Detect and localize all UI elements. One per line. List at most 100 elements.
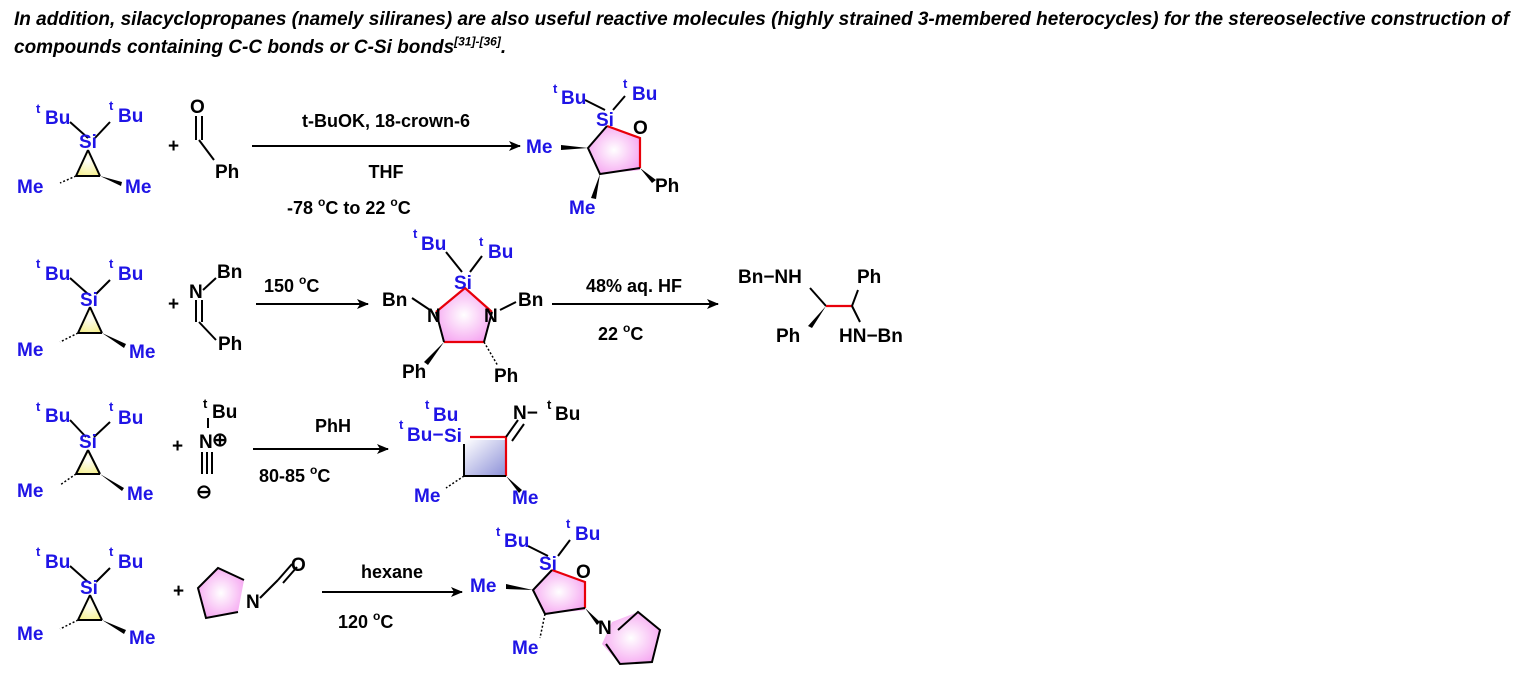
intro-reference: [31]-[36] (454, 34, 501, 49)
hn-bn-label: HN−Bn (839, 326, 903, 347)
tbu-label: Bu (561, 88, 586, 109)
si-atom: Si (444, 426, 462, 447)
plus-sign: + (173, 581, 184, 602)
tbu-label: Bu (421, 234, 446, 255)
bn-nh-label: Bn−NH (738, 267, 802, 288)
tbu-t-sup: t (547, 397, 552, 412)
ph-label: Ph (215, 162, 239, 183)
condition-temperature: 150 oC (264, 273, 319, 296)
tbu-label: Bu (118, 106, 143, 127)
imine-reactant: N Bn Ph (189, 262, 242, 355)
me-label: Me (127, 484, 153, 505)
plus-sign: + (172, 436, 183, 457)
me-label: Me (512, 488, 538, 509)
condition-temperature: 80-85 oC (259, 463, 330, 486)
reaction-row-1: t Bu t Bu Si Me Me + O Ph t-BuOK, 18-cro… (17, 76, 679, 219)
ph-label: Ph (776, 326, 800, 347)
tbu-t-sup: t (399, 417, 404, 432)
me-label: Me (125, 177, 151, 198)
me-label: Me (17, 340, 43, 361)
silirane-reactant-4: t Bu t Bu Si Me Me (17, 544, 155, 649)
nitrogen-atom: N (246, 592, 260, 613)
nitrogen-atom: N (484, 306, 498, 327)
oxygen-atom: O (291, 555, 306, 576)
tbu-t-sup: t (36, 256, 41, 271)
tbu-label: Bu (632, 84, 657, 105)
reaction-row-3: t Bu t Bu Si Me Me + t Bu N ⊕ ⊖ PhH 80-8… (17, 396, 580, 509)
oxasilolane-product-4: t Bu t Bu Si O Me N Me (470, 516, 662, 666)
tbu-t-sup: t (553, 81, 558, 96)
plus-charge: ⊕ (212, 430, 228, 451)
tbu-t-sup: t (496, 524, 501, 539)
me-label: Me (569, 198, 595, 219)
ph-label: Ph (494, 366, 518, 387)
tbu-label: Bu (45, 264, 70, 285)
oxygen-atom: O (576, 562, 591, 583)
bn-label: Bn (217, 262, 242, 283)
tbu-t-sup: t (203, 396, 208, 411)
plus-sign: + (168, 136, 179, 157)
intro-paragraph: In addition, silacyclopropanes (namely s… (14, 6, 1529, 62)
si-atom: Si (80, 578, 98, 599)
benzaldehyde: O Ph (190, 97, 239, 183)
ph-label: Ph (218, 334, 242, 355)
reaction-row-4: t Bu t Bu Si Me Me + N O hexane 120 oC (17, 516, 662, 666)
nitrogen-atom: N (199, 432, 213, 453)
tbu-t-sup: t (566, 516, 571, 531)
me-label: Me (512, 638, 538, 659)
silirane-reactant-1: t Bu t Bu Si Me Me (17, 98, 151, 198)
oxasilolane-product-1: t Bu t Bu Si O Me Ph Me (526, 76, 679, 219)
condition-reagent: 48% aq. HF (586, 276, 682, 296)
tbu-label: Bu (118, 552, 143, 573)
condition-solvent: PhH (315, 416, 351, 436)
me-label: Me (129, 628, 155, 649)
tbu-label: Bu (575, 524, 600, 545)
nitrogen-atom: N (598, 618, 612, 639)
me-label: Me (17, 624, 43, 645)
diazasilolidine-intermediate: t Bu t Bu Si N N Bn Bn Ph Ph (382, 226, 543, 387)
si-atom: Si (80, 290, 98, 311)
tbu-label: Bu (433, 405, 458, 426)
tbu-label: Bu (488, 242, 513, 263)
tbu-t-sup: t (413, 226, 418, 241)
tbu-t-sup: t (36, 544, 41, 559)
nitrogen-atom: N (189, 282, 203, 303)
condition-temperature: 22 oC (598, 321, 643, 344)
tbu-t-sup: t (36, 101, 41, 116)
nitrogen-atom: N (427, 306, 441, 327)
si-atom: Si (79, 132, 97, 153)
minus-charge: ⊖ (196, 482, 212, 503)
imine-nitrogen-label: N− (513, 403, 538, 424)
tbu-label: Bu (118, 408, 143, 429)
me-label: Me (17, 481, 43, 502)
condition-reagent: t-BuOK, 18-crown-6 (302, 111, 470, 131)
intro-text: In addition, silacyclopropanes (namely s… (14, 9, 1510, 58)
ph-label: Ph (402, 362, 426, 383)
formylpyrrolidine-reactant: N O (196, 555, 306, 620)
si-atom: Si (539, 554, 557, 575)
diamine-product: Bn−NH Ph Ph HN−Bn (738, 267, 903, 347)
bn-label: Bn (518, 290, 543, 311)
condition-temperature: 120 oC (338, 609, 393, 632)
condition-temperature: -78 oC to 22 oC (287, 195, 411, 218)
me-label: Me (414, 486, 440, 507)
oxygen-atom: O (633, 118, 648, 139)
si-atom: Si (596, 110, 614, 131)
silirane-reactant-2: t Bu t Bu Si Me Me (17, 256, 155, 363)
condition-solvent: hexane (361, 562, 423, 582)
tbu-t-sup: t (36, 399, 41, 414)
ph-label: Ph (857, 267, 881, 288)
intro-period: . (500, 37, 507, 58)
tbu-t-sup: t (623, 76, 628, 91)
tbu-si-bond-label: Bu− (407, 425, 443, 446)
me-label: Me (470, 576, 496, 597)
tbu-t-sup: t (109, 544, 114, 559)
me-label: Me (17, 177, 43, 198)
tbu-label: Bu (555, 404, 580, 425)
tbu-label: Bu (45, 552, 70, 573)
reaction-row-2: t Bu t Bu Si Me Me + N Bn Ph 150 oC (17, 226, 903, 387)
si-atom: Si (454, 273, 472, 294)
silacyclobutane-imine-product: t Bu t Bu− Si N− t Bu Me Me (399, 397, 580, 509)
me-label: Me (526, 137, 552, 158)
